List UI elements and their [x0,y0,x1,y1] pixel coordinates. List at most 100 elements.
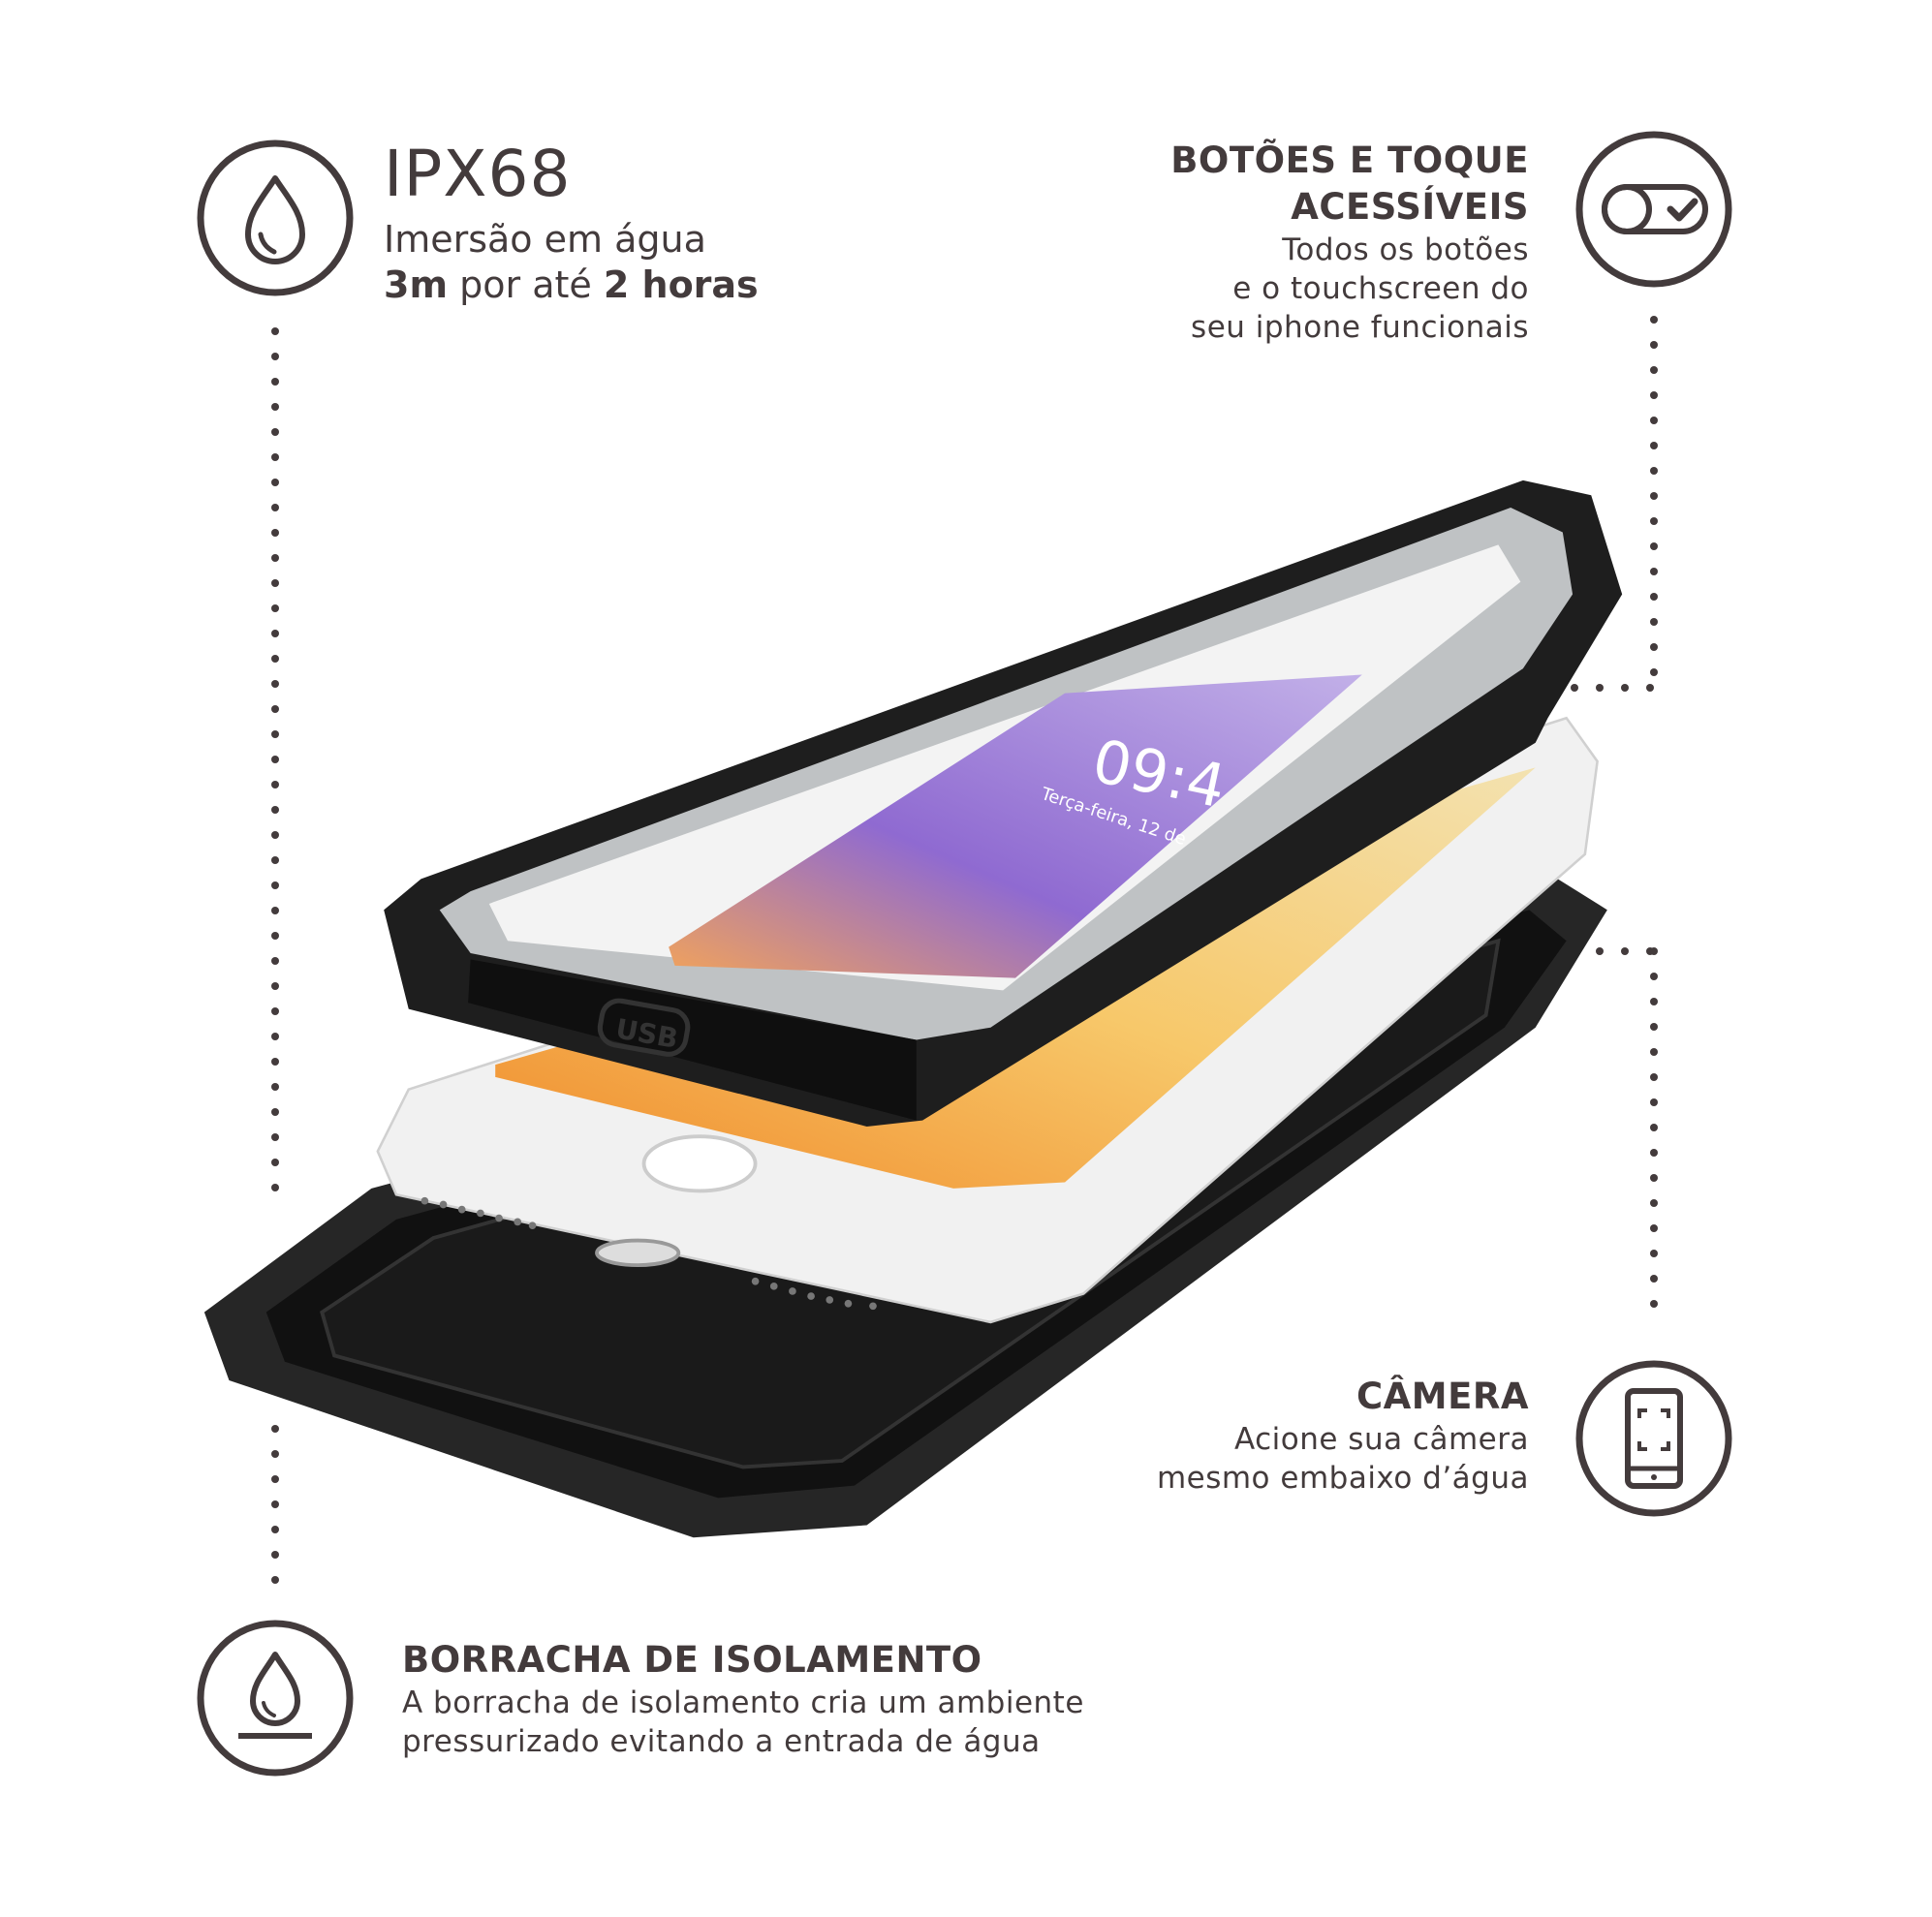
connector-dot [1650,998,1658,1005]
connector-dot [271,630,279,637]
connector-dot [1646,684,1654,692]
connector-dot [271,1425,279,1433]
connector-dot [1596,684,1604,692]
ipx68-line1: Imersão em água [384,218,706,261]
phone-camera-icon [1575,1360,1732,1517]
connector-dot [271,1007,279,1015]
connector-dot [271,907,279,914]
seal-title: BORRACHA DE ISOLAMENTO [402,1639,982,1681]
connector-dot [271,781,279,788]
connector-dot [1571,684,1578,692]
camera-line2: mesmo embaixo d’água [1156,1461,1529,1496]
connector-dot [271,705,279,713]
connector-dot [1650,1149,1658,1157]
connector-dot [271,881,279,889]
water-drop-seal-icon [197,1620,354,1777]
connector-dot [271,932,279,940]
connector-dot [1650,1124,1658,1131]
connector-dot [1621,684,1629,692]
connector-dot [271,453,279,461]
connector-dot [271,1083,279,1091]
connector-dot [271,428,279,436]
connector-dot [271,579,279,587]
connector-dot [271,1576,279,1584]
connector-dot [271,1475,279,1483]
connector-dot [1596,947,1604,955]
connector-dot [1650,947,1658,955]
connector-dot [271,982,279,990]
connector-dot [1650,341,1658,349]
connector-dot [1650,442,1658,449]
connector-dot [271,529,279,537]
connector-dot [271,1133,279,1141]
connector-dot [1650,316,1658,324]
connector-dot [1650,1023,1658,1031]
connector-dot [1650,618,1658,626]
connector-dot [1650,1224,1658,1232]
connector-dot [1650,391,1658,399]
connector-dot [271,1058,279,1066]
buttons-line2: e o touchscreen do [1232,271,1529,306]
connector-dot [271,604,279,612]
connector-dot [271,1450,279,1458]
water-drop-icon [197,139,354,296]
connector-dot [271,378,279,386]
camera-line1: Acione sua câmera [1233,1422,1529,1457]
connector-dot [271,554,279,562]
ipx68-line2: 3m por até 2 horas [384,262,759,308]
connector-dot [1650,1174,1658,1182]
seal-line1: A borracha de isolamento cria um ambient… [402,1685,1084,1720]
connector-dot [1650,492,1658,500]
connector-dot [1650,366,1658,374]
connector-dot [271,1159,279,1166]
connector-dot [271,655,279,663]
connector-dot [1621,947,1629,955]
connector-dot [271,479,279,486]
connector-dot [1650,973,1658,980]
connector-dot [1650,1073,1658,1081]
connector-dot [1650,417,1658,424]
buttons-title-line1: BOTÕES E TOQUE [1170,139,1529,181]
connector-dot [1650,1048,1658,1056]
connector-dot [1650,1250,1658,1257]
depth-value: 3m [384,263,449,306]
connector-dot [271,327,279,335]
buttons-line3: seu iphone funcionais [1191,310,1529,345]
connector-dot [271,1500,279,1508]
connector-dot [1650,542,1658,550]
depth-mid: por até [448,263,604,306]
front-frame-image: 09:4 Terça-feira, 12 de USB [384,479,1623,1127]
connector-dot [271,831,279,839]
connector-dot [271,1551,279,1559]
connector-dot [1650,517,1658,525]
connector-dot [1650,1275,1658,1283]
connector-dot [1650,568,1658,575]
connector-dot [271,353,279,360]
connector-dot [271,806,279,814]
connector-dot [271,504,279,511]
connector-dot [271,856,279,864]
duration-value: 2 horas [603,263,759,306]
camera-title: CÂMERA [1356,1376,1529,1417]
seal-line2: pressurizado evitando a entrada de água [402,1724,1041,1759]
buttons-title-line2: ACESSÍVEIS [1291,186,1529,228]
connector-dot [271,403,279,411]
buttons-line1: Todos os botões [1282,232,1529,267]
connector-dot [271,756,279,763]
connector-dot [1650,1098,1658,1106]
connector-dot [1650,1199,1658,1207]
connector-dot [1650,593,1658,601]
connector-dot [271,1184,279,1191]
connector-dot [271,680,279,688]
connector-dot [271,730,279,738]
toggle-check-icon [1575,131,1732,288]
ipx68-title: IPX68 [384,137,572,211]
connector-dot [1650,643,1658,651]
connector-dot [271,1526,279,1533]
connector-dot [1650,467,1658,475]
connector-dot [1650,1300,1658,1308]
connector-dot [271,1033,279,1040]
connector-dot [1650,668,1658,676]
connector-dot [271,957,279,965]
